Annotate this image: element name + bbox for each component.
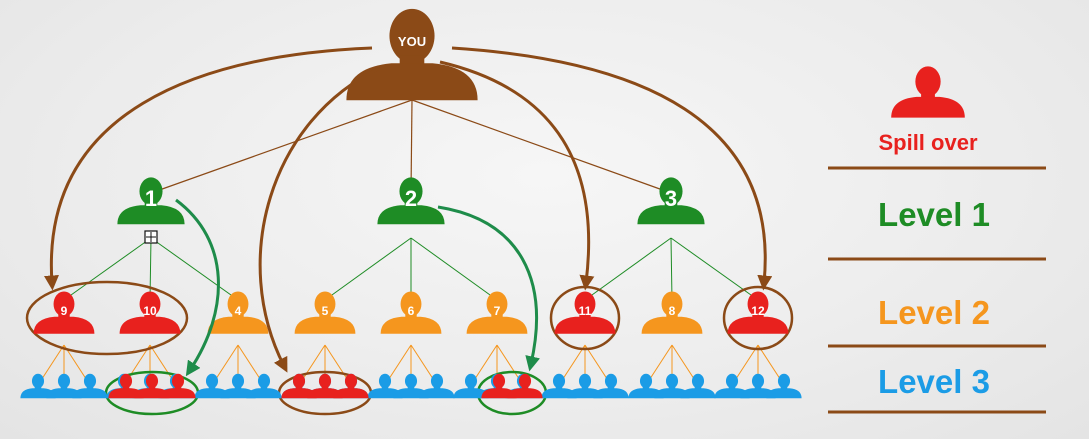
level-3-person-icon (246, 373, 282, 399)
spill-over-legend-icon (891, 66, 965, 118)
level-2-person-icon (294, 291, 356, 334)
level-2-node-label: 11 (579, 304, 592, 318)
level-3-person-icon (419, 373, 455, 399)
spill-arrow (258, 66, 381, 373)
spill-arrows (44, 46, 773, 377)
connector-line (670, 237, 673, 301)
level-1-node-label: 3 (665, 186, 677, 211)
legend-spill-over-label: Spill over (878, 130, 977, 155)
you-person-icon (346, 8, 478, 101)
level-2-person-icon (554, 291, 616, 334)
level-2-node-label: 8 (669, 304, 676, 318)
spill-arrow (44, 46, 373, 291)
level-3-person-icon (680, 373, 716, 399)
level-2-node-label: 6 (408, 304, 415, 318)
level-1-person-icon (117, 177, 185, 225)
level-3-spill-person-icon (507, 373, 543, 399)
level-2-person-icon (727, 291, 789, 334)
level-3-spill-person-icon (160, 373, 196, 399)
connector-line (150, 99, 413, 194)
connector-line (324, 237, 412, 301)
level-3-person-icon (20, 373, 56, 399)
level-2-person-icon (380, 291, 442, 334)
level-2-node-label: 12 (751, 304, 765, 318)
level-2-person-icon (641, 291, 703, 334)
level-3-person-icon (766, 373, 802, 399)
spill-arrow (437, 205, 540, 372)
connector-line (150, 237, 239, 301)
level-2-node-label: 9 (61, 304, 68, 318)
spill-arrow (439, 60, 595, 291)
spill-over-person-icon (891, 66, 965, 118)
spill-arrow (175, 198, 220, 377)
level-3-person-icon (593, 373, 629, 399)
level-2-node-label: 10 (143, 304, 157, 318)
legend-level-2-label: Level 2 (878, 294, 990, 331)
level-2-person-icon (207, 291, 269, 334)
level-1-node-label: 1 (145, 186, 157, 211)
connector-line (410, 237, 498, 301)
connector-line (63, 237, 152, 301)
level-1-person-icon (377, 177, 445, 225)
level-2-node-label: 4 (235, 304, 242, 318)
level-1-node-label: 2 (405, 186, 417, 211)
level-1-person-icon (637, 177, 705, 225)
spill-arrow (451, 46, 773, 291)
legend-level-3-label: Level 3 (878, 363, 990, 400)
spill-highlight-oval (25, 280, 189, 356)
connector-line (411, 99, 672, 194)
level-2-node-label: 5 (322, 304, 329, 318)
level-2-person-icon (33, 291, 95, 334)
level-2-person-icon (119, 291, 181, 334)
connector-line (149, 237, 152, 301)
level-2-node-label: 7 (494, 304, 501, 318)
level-3-spill-person-icon (333, 373, 369, 399)
legend-level-1-label: Level 1 (878, 196, 990, 233)
person-icons (20, 8, 802, 399)
level-2-person-icon (466, 291, 528, 334)
level-3-person-icon (72, 373, 108, 399)
you-label: YOU (398, 34, 426, 49)
